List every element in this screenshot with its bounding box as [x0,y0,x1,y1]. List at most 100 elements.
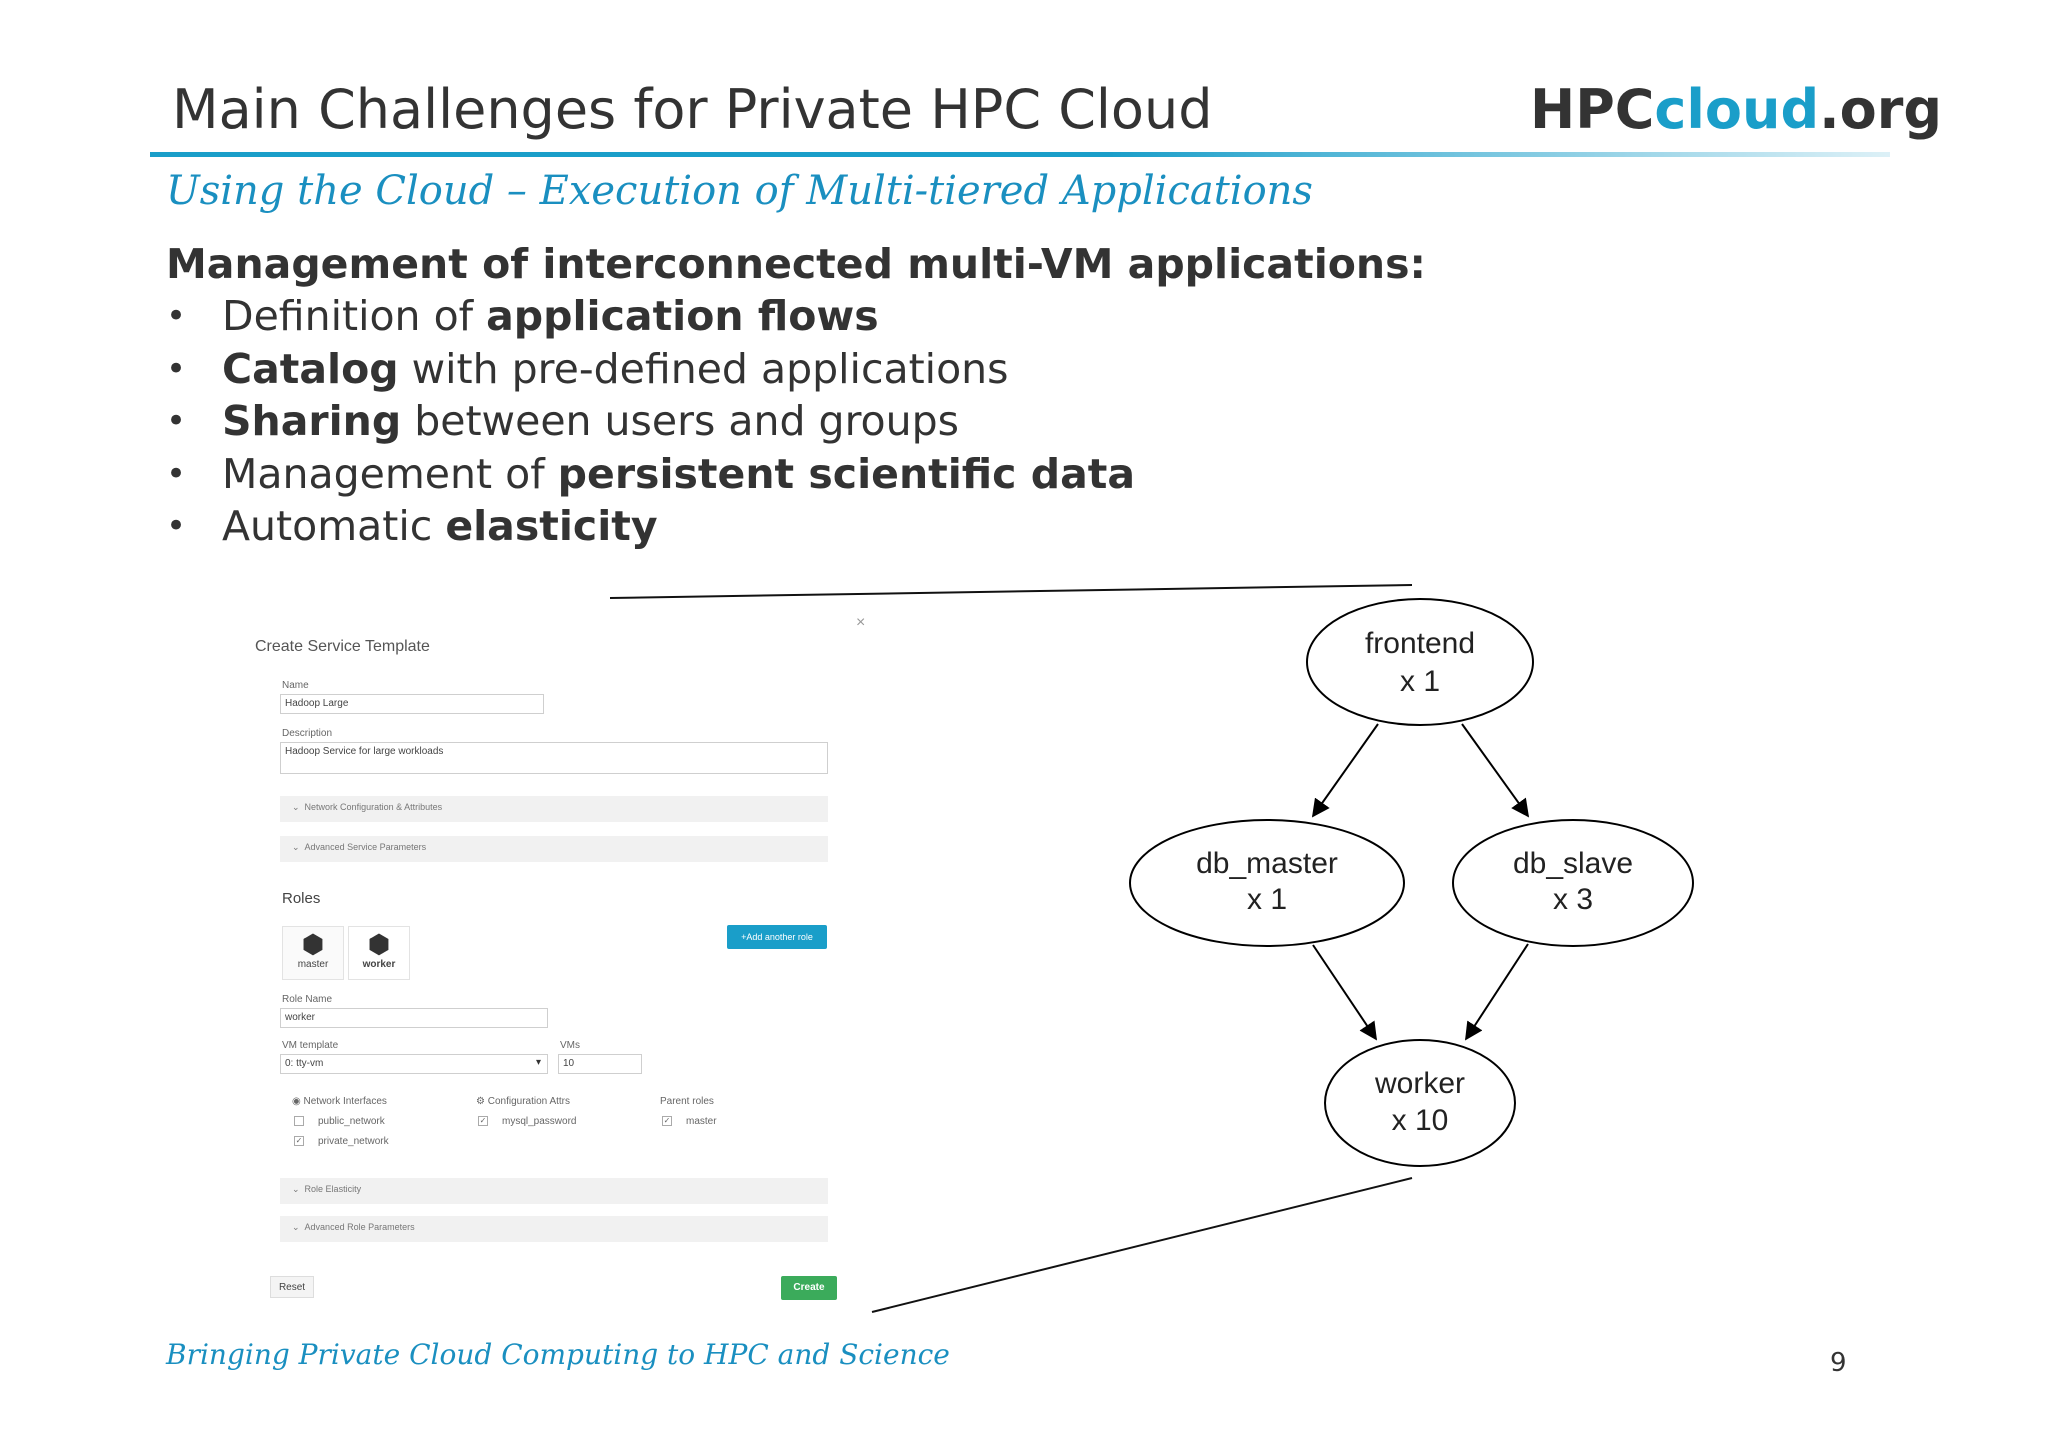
logo-mid: cloud [1654,78,1820,141]
intro-text: Management of interconnected multi-VM ap… [166,240,1426,288]
bullet-text: Automatic [222,502,446,550]
network-config-label: Network Configuration & Attributes [304,802,443,812]
reset-button[interactable]: Reset [270,1276,314,1298]
bullet-item: • Management of persistent scientific dat… [166,448,1135,501]
node-db-master: db_master x 1 [1129,819,1405,947]
node-db-master-count: x 1 [1247,883,1287,916]
bullet-text: Definition of [222,292,487,340]
node-frontend: frontend x 1 [1306,598,1534,726]
network-interfaces-label: Network Interfaces [303,1096,387,1107]
logo-prefix: HPC [1530,78,1655,141]
application-flow-graph: frontend x 1 db_master x 1 db_slave x 3 … [1129,598,1694,1167]
create-button[interactable]: Create [781,1276,837,1300]
slide-subtitle: Using the Cloud – Execution of Multi-tie… [166,168,1313,214]
network-item-label: private_network [318,1136,389,1147]
edge-db-slave-worker [1465,943,1529,1041]
roles-title: Roles [282,890,321,907]
bullet-dot: • [166,401,187,441]
network-item-private[interactable]: ✓ private_network [294,1136,389,1147]
role-elasticity-section[interactable]: ⌄ Role Elasticity [280,1178,828,1204]
close-icon[interactable]: × [856,614,866,631]
hpccloud-logo: HPCcloud.org [1530,78,1942,141]
config-attrs-header: ⚙ Configuration Attrs [476,1096,570,1107]
checkbox[interactable] [294,1116,304,1127]
page-number: 9 [1830,1348,1847,1378]
node-db-slave-count: x 3 [1553,883,1593,916]
advanced-role-section[interactable]: ⌄ Advanced Role Parameters [280,1216,828,1242]
create-service-template-form: Create Service Template × Name Hadoop La… [240,608,880,1308]
node-worker-count: x 10 [1392,1104,1449,1137]
logo-suffix: .org [1819,78,1943,141]
slide-footer: Bringing Private Cloud Computing to HPC … [166,1338,950,1371]
network-config-section[interactable]: ⌄ Network Configuration & Attributes [280,796,828,822]
bullet-dot: • [166,453,187,494]
config-attr-item[interactable]: ✓ mysql_password [478,1116,576,1127]
node-db-slave: db_slave x 3 [1452,819,1694,947]
role-name-label: Role Name [282,994,333,1005]
node-db-slave-label: db_slave [1513,847,1633,880]
checkbox[interactable]: ✓ [294,1136,304,1147]
node-db-master-label: db_master [1196,847,1338,880]
bullet-emphasis: Sharing [222,397,402,445]
cube-icon: ⬢ [301,929,325,959]
parent-role-item[interactable]: ✓ master [662,1116,717,1127]
form-title: Create Service Template [255,638,430,655]
bullet-list: • Definition of application flows • Catalog… [166,290,1135,553]
bullet-dot: • [166,348,187,389]
node-frontend-label: frontend [1365,627,1475,660]
description-label: Description [282,728,333,739]
role-elasticity-label: Role Elasticity [304,1184,362,1194]
bullet-dot: • [166,296,187,336]
network-item-public[interactable]: public_network [294,1116,385,1127]
node-worker-label: worker [1374,1067,1465,1100]
vms-label: VMs [560,1040,580,1051]
bullet-emphasis: persistent scientific data [557,449,1136,498]
advanced-service-section[interactable]: ⌄ Advanced Service Parameters [280,836,828,862]
leader-line-bottom [871,1177,1413,1313]
role-worker-label: worker [362,959,396,970]
bullet-emphasis: elasticity [445,502,658,550]
cube-icon: ⬢ [367,929,391,959]
bullet-emphasis: application flows [486,292,879,340]
role-master-label: master [297,959,329,970]
parent-role-label: master [686,1116,717,1127]
network-item-label: public_network [318,1116,385,1127]
bullet-item: • Catalog with pre-defined applications [166,343,1135,396]
edge-frontend-db-slave [1461,723,1530,818]
role-card-worker[interactable]: ⬢ worker [348,926,410,980]
checkbox[interactable]: ✓ [478,1116,488,1127]
bullet-text: Management of [222,449,558,498]
bullet-dot: • [166,506,187,546]
slide-title: Main Challenges for Private HPC Cloud [172,78,1213,141]
name-label: Name [282,680,309,691]
bullet-text: between users and groups [401,397,959,445]
vms-input[interactable]: 10 [558,1054,642,1074]
role-card-master[interactable]: ⬢ master [282,926,344,980]
advanced-role-label: Advanced Role Parameters [304,1222,415,1232]
config-attrs-label: Configuration Attrs [487,1096,571,1107]
bullet-emphasis: Catalog [222,344,399,393]
bullet-item: • Sharing between users and groups [166,395,1135,448]
description-input[interactable]: Hadoop Service for large workloads [280,742,828,774]
gears-icon: ⚙ [476,1096,488,1107]
bullet-text: with pre-defined applications [398,344,1009,393]
name-input[interactable]: Hadoop Large [280,694,544,714]
bullet-item: • Definition of application flows [166,290,1135,343]
select-arrow-icon: ▾ [536,1057,542,1068]
edge-db-master-worker [1312,944,1378,1041]
network-interfaces-header: ◉ Network Interfaces [292,1096,387,1107]
role-name-input[interactable]: worker [280,1008,548,1028]
advanced-service-label: Advanced Service Parameters [304,842,427,852]
title-underline [150,152,1890,157]
node-worker: worker x 10 [1324,1039,1516,1167]
globe-icon: ◉ [292,1096,304,1107]
config-attr-label: mysql_password [502,1116,577,1127]
parent-roles-label: Parent roles [660,1096,714,1107]
add-role-button[interactable]: +Add another role [727,925,827,949]
node-frontend-count: x 1 [1400,665,1440,698]
edge-frontend-db-master [1311,723,1379,818]
vm-template-label: VM template [282,1040,339,1051]
vm-template-select[interactable]: 0: tty-vm [280,1054,548,1074]
checkbox[interactable]: ✓ [662,1116,672,1127]
bullet-item: • Automatic elasticity [166,500,1135,553]
